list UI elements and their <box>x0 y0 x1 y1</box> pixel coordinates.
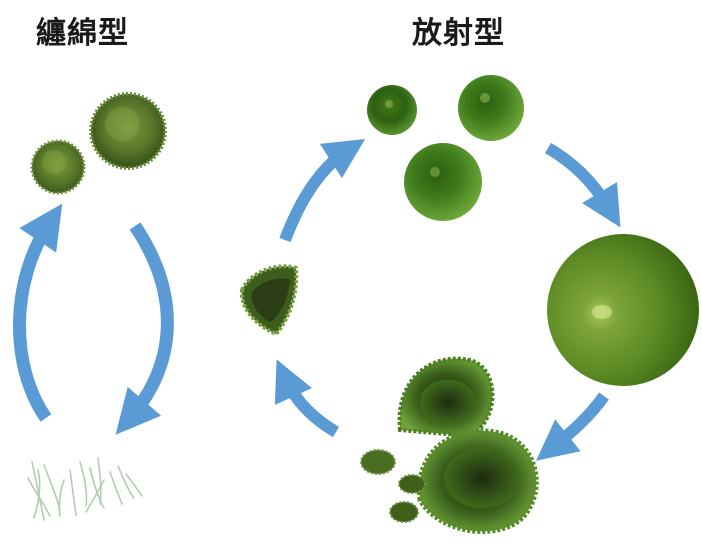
down-arrow <box>130 226 167 418</box>
fragment-piece <box>242 266 296 334</box>
bottom-left-arrow <box>285 378 336 432</box>
bottom-right-arrow <box>552 396 604 448</box>
broken-sphere-fragments <box>361 359 536 532</box>
large-sphere <box>547 234 699 386</box>
fuzzy-sphere-small <box>32 141 84 193</box>
top-right-arrow <box>548 148 610 210</box>
sphere-small-bottom <box>404 143 482 221</box>
sphere-small-top-left <box>367 85 417 135</box>
top-left-to-top-arrow <box>285 150 348 240</box>
loose-filaments <box>28 458 142 520</box>
sphere-small-top-right <box>458 75 524 141</box>
up-arrow <box>20 222 51 418</box>
fuzzy-sphere-large <box>91 94 165 168</box>
